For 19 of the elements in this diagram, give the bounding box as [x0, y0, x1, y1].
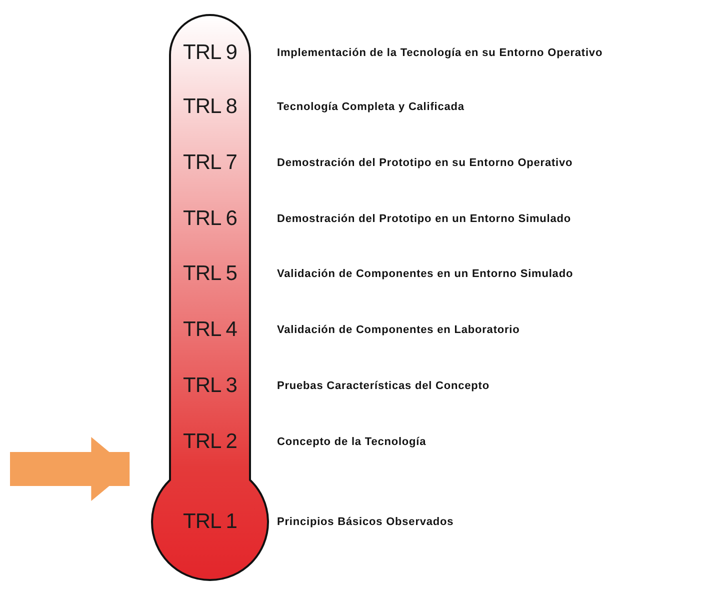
level-label: TRL 9: [150, 41, 270, 65]
level-description: Demostración del Prototipo en su Entorno Operativo: [277, 156, 573, 170]
level-label: TRL 7: [150, 151, 270, 175]
level-label: TRL 8: [150, 95, 270, 119]
level-description: Implementación de la Tecnología en su Entorno Operativo: [277, 46, 603, 60]
level-description: Validación de Componentes en Laboratorio: [277, 323, 520, 337]
level-description: Demostración del Prototipo en un Entorno Simulado: [277, 212, 571, 226]
level-description: Concepto de la Tecnología: [277, 435, 426, 449]
level-label: TRL 5: [150, 262, 270, 286]
level-label: TRL 4: [150, 318, 270, 342]
level-label: TRL 2: [150, 430, 270, 454]
level-description: Principios Básicos Observados: [277, 515, 454, 529]
level-description: Tecnología Completa y Calificada: [277, 100, 464, 114]
level-description: Pruebas Características del Concepto: [277, 379, 490, 393]
arrow: [10, 437, 130, 501]
level-label: TRL 3: [150, 374, 270, 398]
level-label: TRL 6: [150, 207, 270, 231]
level-description: Validación de Componentes en un Entorno Simulado: [277, 267, 574, 281]
level-label: TRL 1: [150, 510, 270, 534]
